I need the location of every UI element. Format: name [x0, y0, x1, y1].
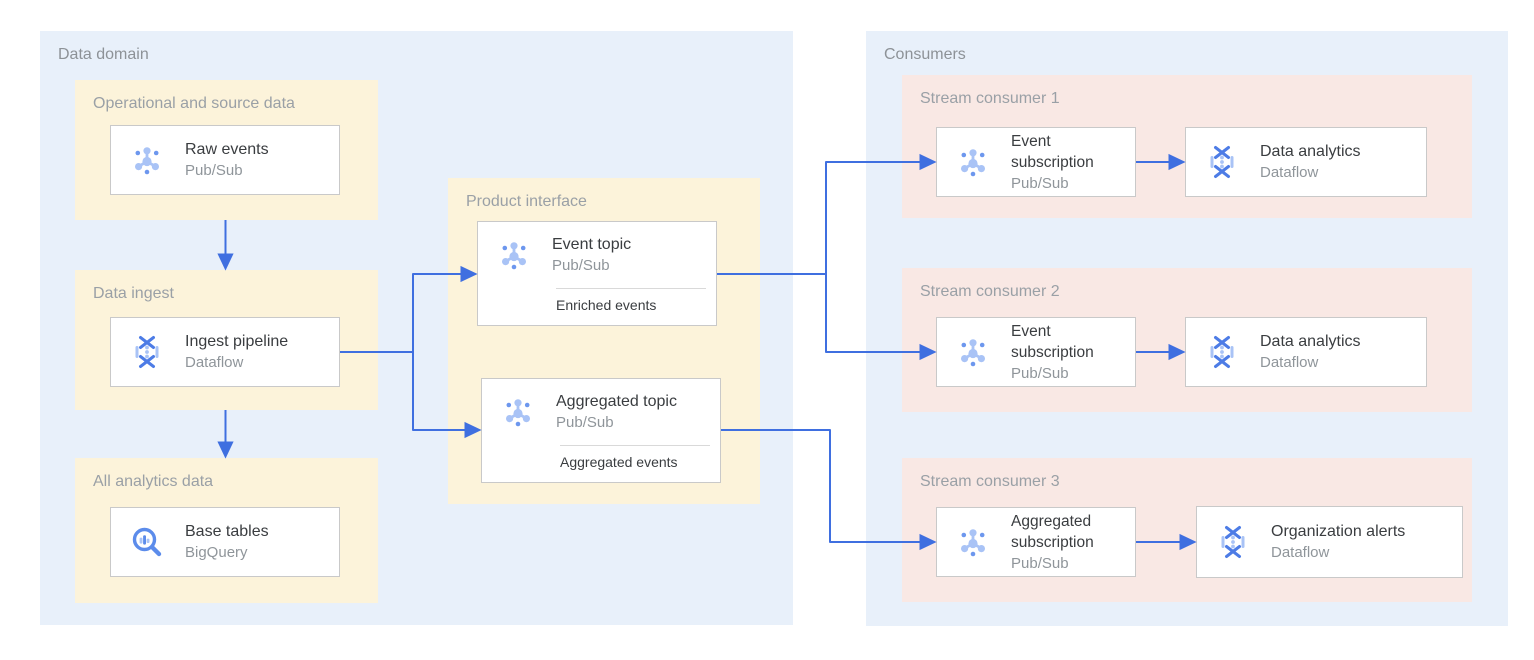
group-operational-title: Operational and source data [93, 95, 295, 112]
group-product-interface: Product interface Event topic Pub/Sub [448, 178, 760, 504]
dataflow-icon [1215, 524, 1251, 560]
consumers-title: Consumers [884, 46, 966, 63]
card-title: Aggregated subscription [1011, 512, 1094, 551]
consumers-container: Consumers Stream consumer 1 Event su [866, 31, 1508, 626]
pubsub-icon [129, 142, 165, 178]
group-stream-consumer-1: Stream consumer 1 Event subscription Pub… [902, 75, 1472, 218]
topic-tag-enriched-events: Enriched events [556, 288, 706, 313]
group-all-analytics-data: All analytics data Base tables [75, 458, 378, 603]
pubsub-icon [955, 524, 991, 560]
card-product: Dataflow [1271, 544, 1330, 561]
card-base-tables: Base tables BigQuery [110, 507, 340, 577]
card-product: Pub/Sub [185, 162, 243, 179]
card-raw-events: Raw events Pub/Sub [110, 125, 340, 195]
group-ingest-title: Data ingest [93, 285, 174, 302]
data-domain-title: Data domain [58, 46, 149, 63]
pubsub-icon [955, 334, 991, 370]
group-stream-consumer-2: Stream consumer 2 Event subscription Pub… [902, 268, 1472, 412]
card-event-subscription-1: Event subscription Pub/Sub [936, 127, 1136, 197]
card-product: Pub/Sub [1011, 554, 1069, 572]
card-title: Data analytics [1260, 143, 1361, 160]
card-aggregated-topic: Aggregated topic Pub/Sub Aggregated even… [481, 378, 721, 483]
dataflow-icon [1204, 334, 1240, 370]
group-analytics-title: All analytics data [93, 473, 214, 490]
dataflow-icon [1204, 144, 1240, 180]
card-ingest-pipeline: Ingest pipeline Dataflow [110, 317, 340, 387]
data-domain-container: Data domain Operational and source data [40, 31, 793, 625]
group-stream-consumer-3: Stream consumer 3 Aggregated subscriptio… [902, 458, 1472, 602]
card-product: Dataflow [1260, 164, 1319, 181]
pubsub-icon [496, 237, 532, 273]
card-title: Data analytics [1260, 333, 1361, 350]
card-title: Organization alerts [1271, 523, 1406, 540]
pubsub-icon [500, 394, 536, 430]
group-product-interface-title: Product interface [466, 193, 587, 210]
card-event-topic: Event topic Pub/Sub Enriched events [477, 221, 717, 326]
bigquery-icon [129, 524, 165, 560]
dataflow-icon [129, 334, 165, 370]
card-data-analytics-2: Data analytics Dataflow [1185, 317, 1427, 387]
group-title: Stream consumer 3 [920, 473, 1060, 490]
card-data-analytics-1: Data analytics Dataflow [1185, 127, 1427, 197]
card-product: Pub/Sub [1011, 364, 1069, 382]
card-product: Dataflow [1260, 354, 1319, 371]
group-title: Stream consumer 2 [920, 283, 1060, 300]
card-title: Ingest pipeline [185, 333, 289, 350]
card-title: Aggregated topic [556, 393, 677, 410]
card-title: Event topic [552, 236, 632, 253]
card-aggregated-subscription: Aggregated subscription Pub/Sub [936, 507, 1136, 577]
group-data-ingest: Data ingest [75, 270, 378, 410]
card-product: Pub/Sub [552, 257, 610, 274]
topic-tag-aggregated-events: Aggregated events [560, 445, 710, 470]
card-organization-alerts: Organization alerts Dataflow [1196, 506, 1463, 578]
pubsub-icon [955, 144, 991, 180]
card-product: Pub/Sub [556, 414, 614, 431]
card-title: Event subscription [1011, 132, 1094, 171]
group-title: Stream consumer 1 [920, 90, 1060, 107]
card-title: Base tables [185, 523, 269, 540]
card-event-subscription-2: Event subscription Pub/Sub [936, 317, 1136, 387]
group-operational-source-data: Operational and source data [75, 80, 378, 220]
card-title: Event subscription [1011, 322, 1094, 361]
card-product: Dataflow [185, 354, 244, 371]
card-title: Raw events [185, 141, 269, 158]
card-product: Pub/Sub [1011, 174, 1069, 192]
card-product: BigQuery [185, 544, 248, 561]
